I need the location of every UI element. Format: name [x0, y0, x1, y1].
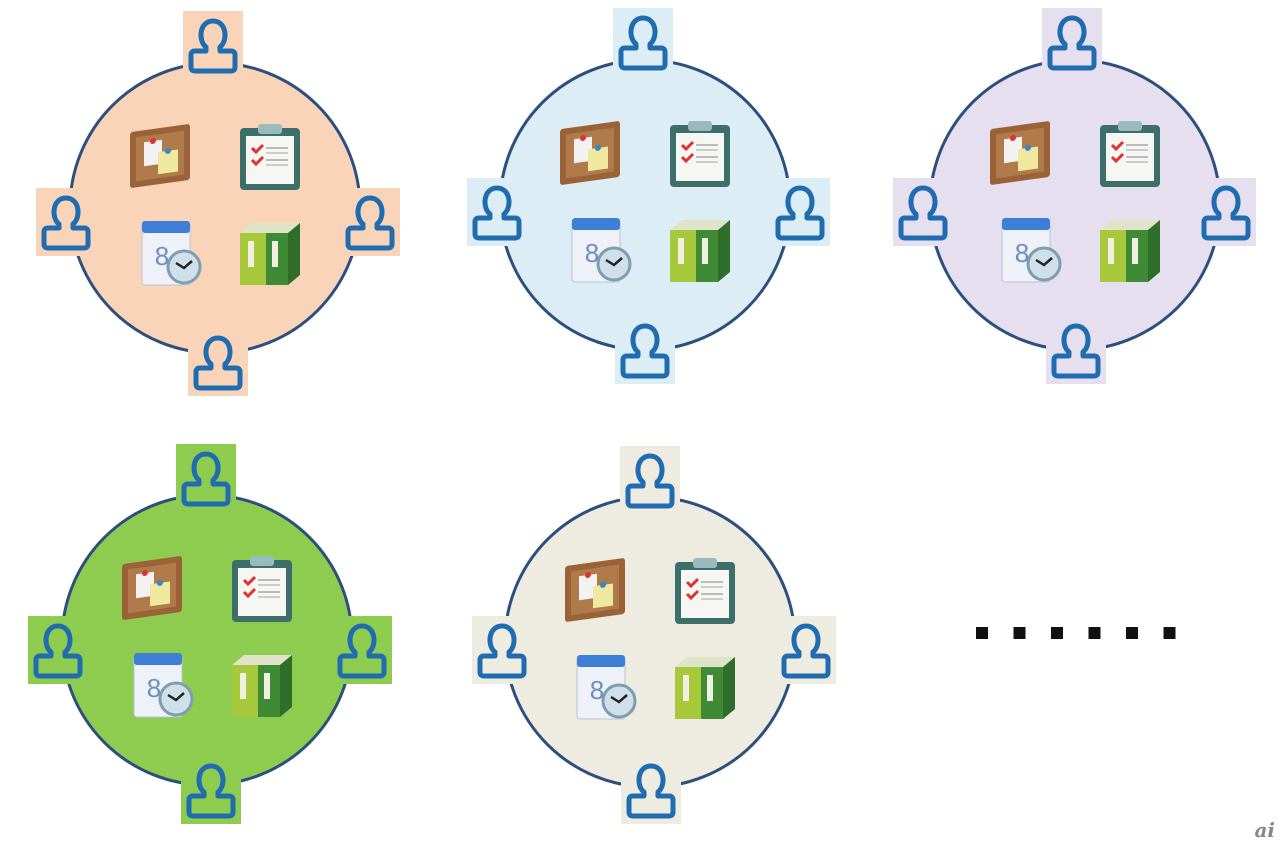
person-icon	[345, 195, 395, 251]
person-icon	[618, 15, 668, 71]
calendar-clock-icon: 8	[571, 218, 632, 283]
binders-icon	[232, 655, 292, 717]
person-icon	[477, 623, 527, 679]
group-4: 8	[28, 444, 392, 824]
ellipsis-dot	[1126, 627, 1138, 639]
svg-text:8: 8	[155, 241, 169, 271]
person-icon	[1201, 185, 1251, 241]
member-person	[472, 616, 532, 684]
corkboard-icon	[122, 556, 182, 620]
binders-icon	[1100, 220, 1160, 282]
person-icon	[620, 323, 670, 379]
member-person	[467, 178, 527, 246]
person-icon	[625, 453, 675, 509]
member-person	[620, 446, 680, 514]
watermark-text: ai	[1254, 818, 1275, 842]
ellipsis-dot	[1051, 627, 1063, 639]
corkboard-icon	[565, 558, 625, 622]
person-icon	[898, 185, 948, 241]
group-1: 8	[36, 11, 400, 396]
calendar-clock-icon: 8	[576, 655, 637, 720]
person-icon	[41, 195, 91, 251]
corkboard-icon	[130, 124, 190, 188]
person-icon	[775, 185, 825, 241]
binders-icon	[670, 220, 730, 282]
group-circle	[928, 58, 1222, 352]
group-2: 8	[467, 8, 830, 384]
group-circle	[68, 61, 362, 355]
member-person	[776, 616, 836, 684]
group-3: 8	[893, 8, 1256, 384]
ellipsis-dot	[1163, 627, 1176, 639]
group-5: 8	[472, 446, 836, 824]
group-circle	[498, 58, 792, 352]
clipboard-checklist-icon	[240, 124, 300, 190]
member-person	[188, 328, 248, 396]
member-person	[613, 8, 673, 76]
clipboard-checklist-icon	[675, 558, 735, 624]
watermark-logo: ai	[1254, 818, 1275, 842]
svg-text:8: 8	[590, 675, 604, 705]
person-icon	[193, 335, 243, 391]
member-person	[1042, 8, 1102, 76]
member-person	[176, 444, 236, 512]
calendar-clock-icon: 8	[141, 221, 202, 286]
member-person	[36, 188, 96, 256]
person-icon	[188, 18, 238, 74]
member-person	[893, 178, 953, 246]
person-icon	[337, 623, 387, 679]
clipboard-checklist-icon	[1100, 121, 1160, 187]
person-icon	[626, 763, 676, 819]
person-icon	[472, 185, 522, 241]
ellipsis-dot	[976, 627, 988, 639]
member-person	[332, 616, 392, 684]
ellipsis-dot	[1013, 627, 1026, 639]
person-icon	[781, 623, 831, 679]
group-circle	[503, 495, 797, 789]
clipboard-checklist-icon	[670, 121, 730, 187]
group-circle	[60, 493, 354, 787]
clipboard-checklist-icon	[232, 556, 292, 622]
svg-text:8: 8	[147, 673, 161, 703]
binders-icon	[240, 223, 300, 285]
person-icon	[1047, 15, 1097, 71]
corkboard-icon	[560, 121, 620, 185]
svg-text:8: 8	[585, 238, 599, 268]
member-person	[615, 316, 675, 384]
member-person	[1046, 316, 1106, 384]
calendar-clock-icon: 8	[1001, 218, 1062, 283]
member-person	[770, 178, 830, 246]
ellipsis-dot	[1088, 627, 1101, 639]
member-person	[1196, 178, 1256, 246]
person-icon	[33, 623, 83, 679]
svg-text:8: 8	[1015, 238, 1029, 268]
member-person	[621, 756, 681, 824]
binders-icon	[675, 657, 735, 719]
person-icon	[181, 451, 231, 507]
corkboard-icon	[990, 121, 1050, 185]
member-person	[183, 11, 243, 79]
member-person	[28, 616, 88, 684]
calendar-clock-icon: 8	[133, 653, 194, 718]
member-person	[181, 756, 241, 824]
continuation-ellipsis	[976, 627, 1176, 639]
member-person	[340, 188, 400, 256]
person-icon	[186, 763, 236, 819]
person-icon	[1051, 323, 1101, 379]
